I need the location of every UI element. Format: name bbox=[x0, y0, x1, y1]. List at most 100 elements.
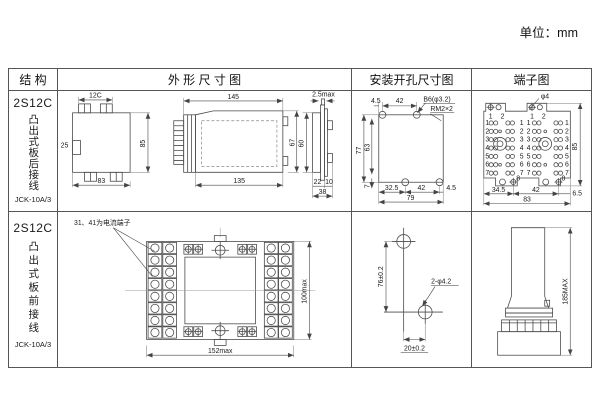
svg-text:1: 1 bbox=[485, 120, 489, 127]
svg-text:6: 6 bbox=[520, 162, 524, 169]
outline-cell-rear: 12C 25 85 83 bbox=[58, 91, 352, 212]
hole-spec-label: 2-φ4.2 bbox=[431, 279, 451, 286]
header-cell-mounting: 安装开孔尺寸图 bbox=[352, 69, 472, 91]
svg-text:2: 2 bbox=[520, 128, 524, 135]
dimensions: 4.5 42 B6(φ3.2) RM2×2 77 63 7 32.5 42 4.… bbox=[356, 96, 456, 205]
dim-label: 34.5 bbox=[492, 187, 506, 194]
terminal-cell-rear: 1 2 1 2 1 2 3 4 5 6 7 1 2 3 4 5 6 bbox=[472, 91, 591, 212]
dim-label: 79 bbox=[407, 195, 415, 202]
dim-label: 185MAX bbox=[562, 278, 569, 305]
terminal-diagram-rear: 1 2 1 2 1 2 3 4 5 6 7 1 2 3 4 5 6 bbox=[483, 93, 583, 206]
terminal-panel bbox=[125, 227, 316, 346]
dim-label: 38 bbox=[319, 189, 327, 196]
svg-text:7: 7 bbox=[527, 170, 531, 177]
relay-type-label: JCK-10A/3 bbox=[14, 339, 52, 349]
svg-text:2: 2 bbox=[565, 128, 569, 135]
panel-outline bbox=[483, 98, 571, 187]
svg-text:7: 7 bbox=[520, 170, 524, 177]
structure-description: 凸出式板后接线 bbox=[27, 114, 40, 191]
spec-table: 结 构 外 形 尺 寸 图 安装开孔尺寸图 端子图 2S12C 凸出式板后接线 … bbox=[8, 68, 592, 368]
dim-label: 2.5max bbox=[312, 91, 335, 98]
svg-text:5: 5 bbox=[565, 153, 569, 160]
svg-text:1: 1 bbox=[530, 114, 534, 121]
note-current-terminals: 31、41为电流端子 bbox=[74, 218, 131, 227]
dim-label: 42 bbox=[532, 187, 540, 194]
dim-label: 152max bbox=[208, 348, 233, 355]
svg-text:7: 7 bbox=[565, 170, 569, 177]
svg-text:1: 1 bbox=[565, 120, 569, 127]
outline-cell-front: 31、41为电流端子 bbox=[58, 212, 352, 367]
dim-label: 67 bbox=[289, 139, 296, 147]
svg-text:1: 1 bbox=[527, 120, 531, 127]
unit-label: 单位：mm bbox=[519, 26, 578, 40]
svg-text:3: 3 bbox=[565, 137, 569, 144]
flange-view: 2.5max 60 22 10 38 bbox=[299, 91, 335, 199]
hole-spec-label: B6(φ3.2) bbox=[423, 96, 450, 103]
svg-text:6: 6 bbox=[527, 162, 531, 169]
dim-label: 83 bbox=[98, 178, 106, 185]
svg-text:4: 4 bbox=[520, 145, 524, 152]
thread-spec-label: RM2×2 bbox=[430, 106, 453, 113]
dim-label: 85 bbox=[140, 140, 147, 148]
header-cell-outline: 外 形 尺 寸 图 bbox=[58, 69, 352, 91]
header-cell-terminal: 端子图 bbox=[472, 69, 591, 91]
svg-text:3: 3 bbox=[520, 137, 524, 144]
svg-text:2: 2 bbox=[485, 128, 489, 135]
svg-text:6: 6 bbox=[485, 162, 489, 169]
dim-label: 145 bbox=[227, 94, 239, 101]
dimensions: 76±0.2 20±0.2 2-φ4.2 bbox=[378, 241, 459, 353]
model-label: 2S12C bbox=[13, 96, 53, 110]
structure-description: 凸出式板前接线 bbox=[27, 241, 40, 336]
dim-label: 77 bbox=[356, 147, 363, 155]
dim-label: 32.5 bbox=[385, 185, 399, 192]
cutout-outline bbox=[378, 102, 456, 187]
terminal-side-view: 185MAX bbox=[497, 227, 573, 356]
svg-text:3: 3 bbox=[485, 137, 489, 144]
dim-label: 22 bbox=[314, 179, 322, 186]
svg-text:1: 1 bbox=[520, 120, 524, 127]
mounting-hole-drawing-rear: 4.5 42 B6(φ3.2) RM2×2 77 63 7 32.5 42 4.… bbox=[356, 96, 456, 205]
terminal-numbers: 1 2 1 2 1 2 3 4 5 6 7 1 2 3 4 5 6 bbox=[485, 114, 569, 178]
svg-text:2: 2 bbox=[527, 128, 531, 135]
dim-label: 76±0.2 bbox=[378, 266, 385, 287]
outline-drawing-rear: 12C 25 85 83 bbox=[61, 91, 335, 199]
dim-label: 7 bbox=[364, 184, 371, 188]
model-label: 2S12C bbox=[13, 221, 53, 235]
dimensions: 185MAX bbox=[544, 227, 573, 356]
svg-text:5: 5 bbox=[520, 153, 524, 160]
terminal-grid bbox=[488, 120, 563, 176]
dim-label: 60 bbox=[299, 140, 306, 148]
dim-label: 6.5 bbox=[572, 191, 582, 198]
structure-cell-front: 2S12C 凸出式板前接线 JCK-10A/3 bbox=[9, 212, 58, 367]
dim-label: 63 bbox=[364, 144, 371, 152]
svg-text:6: 6 bbox=[565, 162, 569, 169]
dimensions: 100max 152max bbox=[146, 241, 312, 358]
svg-text:4: 4 bbox=[565, 145, 569, 152]
svg-text:1: 1 bbox=[489, 114, 493, 121]
dim-label: 8 bbox=[562, 176, 566, 183]
mounting-cell-rear: 4.5 42 B6(φ3.2) RM2×2 77 63 7 32.5 42 4.… bbox=[352, 91, 472, 212]
dim-label: 4.5 bbox=[371, 98, 381, 105]
mounting-hole-drawing-front: 76±0.2 20±0.2 2-φ4.2 bbox=[378, 227, 459, 353]
svg-text:5: 5 bbox=[485, 153, 489, 160]
outline-drawing-front: 31、41为电流端子 bbox=[74, 218, 316, 358]
dim-label: 83 bbox=[523, 197, 531, 204]
dim-label: 8 bbox=[516, 176, 520, 183]
dim-label: 42 bbox=[396, 98, 404, 105]
mounting-cell-front: 76±0.2 20±0.2 2-φ4.2 bbox=[352, 212, 472, 367]
svg-text:4: 4 bbox=[485, 145, 489, 152]
dim-label: 25 bbox=[61, 143, 69, 150]
hole-spec-label: φ4 bbox=[541, 93, 549, 100]
side-view: 145 135 67 bbox=[173, 94, 300, 188]
svg-text:7: 7 bbox=[485, 170, 489, 177]
terminal-cell-front: 185MAX bbox=[472, 212, 591, 367]
dim-label: 10 bbox=[325, 179, 333, 186]
svg-text:2: 2 bbox=[542, 114, 546, 121]
dim-label: 85 bbox=[572, 143, 579, 151]
dim-label: 100max bbox=[302, 279, 309, 304]
dimensions: φ4 85 34.5 42 6.5 83 8 8 bbox=[483, 93, 583, 206]
dim-label: 12C bbox=[89, 92, 102, 99]
svg-text:4: 4 bbox=[527, 145, 531, 152]
dim-label: 135 bbox=[233, 178, 245, 185]
